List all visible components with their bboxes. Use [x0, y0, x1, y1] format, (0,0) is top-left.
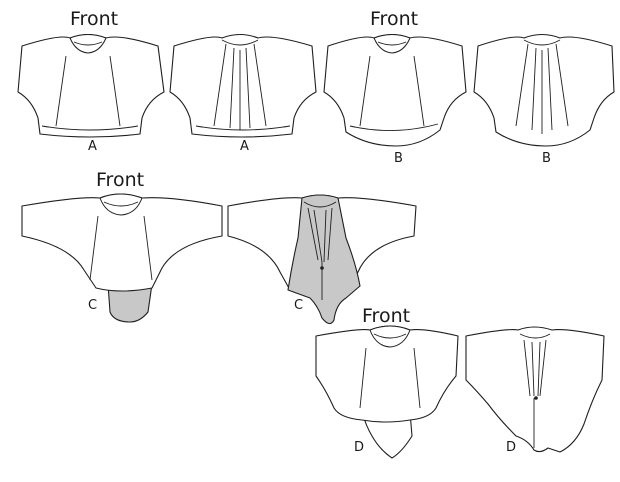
- view-label-c-back: C: [294, 298, 303, 313]
- view-d-group: Front D D: [315, 305, 605, 459]
- view-b-group: Front B B: [323, 8, 615, 166]
- view-c-front: [21, 193, 223, 323]
- view-label-d-front: D: [354, 440, 364, 455]
- view-c-group: Front C C: [21, 169, 417, 325]
- view-label-b-back: B: [542, 151, 551, 166]
- view-d-back: [465, 326, 605, 453]
- view-b-back: [473, 33, 615, 147]
- front-label-d: Front: [362, 305, 410, 327]
- view-b-front: [323, 33, 467, 147]
- view-a-front: [17, 33, 165, 138]
- view-label-a-back: A: [240, 139, 249, 154]
- front-label-c: Front: [96, 169, 144, 191]
- front-label-a: Front: [70, 8, 118, 30]
- front-label-b: Front: [370, 8, 418, 30]
- view-label-a-front: A: [88, 139, 97, 154]
- view-a-back: [169, 33, 317, 138]
- view-label-c-front: C: [88, 298, 97, 313]
- view-label-b-front: B: [394, 151, 403, 166]
- view-a-group: Front A A: [17, 8, 317, 154]
- view-d-front: [315, 325, 459, 459]
- view-label-d-back: D: [506, 440, 516, 455]
- view-c-back: [227, 194, 417, 325]
